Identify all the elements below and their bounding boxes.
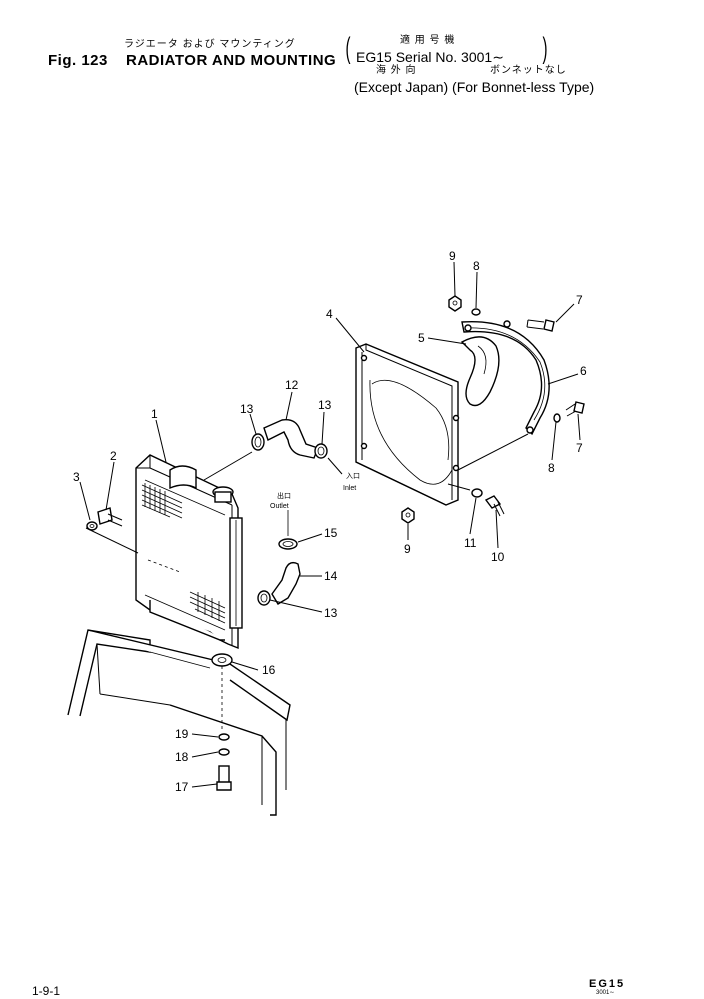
- hose-clamp-13-a: [251, 433, 265, 451]
- spring-washer-18: [218, 748, 230, 756]
- callout-6: 6: [580, 364, 587, 378]
- callout-8-top: 8: [473, 259, 480, 273]
- nut-9-bottom: [401, 507, 415, 524]
- washer-8-side: [553, 413, 561, 423]
- fan-guard-6: [461, 320, 550, 436]
- upper-hose-12: [263, 419, 319, 459]
- type-japanese: ボンネットなし: [490, 65, 567, 76]
- shroud-ring-5: [460, 336, 500, 407]
- model-label: EG15: [589, 978, 626, 990]
- callout-17: 17: [175, 780, 189, 794]
- bolt-7-side: [565, 401, 585, 417]
- callout-10: 10: [491, 550, 505, 564]
- callout-numbers: 1 2 3 4 5 6 7 7 8 8 9 9 10 11 12 13 13 1…: [73, 249, 587, 794]
- cushion-16: [211, 653, 233, 667]
- washer-11: [471, 488, 483, 498]
- callout-4: 4: [326, 307, 333, 321]
- applicability-note: (Except Japan) (For Bonnet-less Type): [354, 79, 595, 95]
- washer-8-top: [471, 308, 481, 316]
- bolt-2: [97, 507, 123, 527]
- bolt-7-top: [526, 319, 555, 332]
- callout-3: 3: [73, 470, 80, 484]
- radiator-core-mesh: [141, 483, 226, 624]
- mounting-frame: [67, 629, 291, 816]
- lower-hose-14: [271, 561, 301, 605]
- figure-title: RADIATOR AND MOUNTING: [126, 52, 337, 69]
- market-japanese: 海 外 向: [376, 65, 417, 76]
- callout-14: 14: [324, 569, 338, 583]
- fan-shroud-4: [355, 343, 460, 506]
- callout-12: 12: [285, 378, 299, 392]
- serial-label-japanese: 適 用 号 機: [400, 35, 456, 46]
- callout-9-top: 9: [449, 249, 456, 263]
- paren-close: ): [542, 32, 548, 65]
- callout-13-c: 13: [324, 606, 338, 620]
- callout-9-bottom: 9: [404, 542, 411, 556]
- callout-19: 19: [175, 727, 189, 741]
- outlet-label: Outlet: [270, 503, 289, 510]
- callout-2: 2: [110, 449, 117, 463]
- washer-19: [218, 733, 230, 741]
- hose-clamp-13-b: [314, 443, 328, 459]
- radiator: [135, 454, 243, 650]
- figure-number: Fig. 123: [48, 52, 108, 69]
- inlet-label-japanese: 入口: [346, 472, 360, 480]
- bolt-10: [484, 495, 505, 517]
- callout-8-side: 8: [548, 461, 555, 475]
- callout-13-a: 13: [240, 402, 254, 416]
- callout-1: 1: [151, 407, 158, 421]
- title-japanese: ラジエータ および マウンティング: [124, 39, 296, 50]
- callout-7-side: 7: [576, 441, 583, 455]
- callout-15: 15: [324, 526, 338, 540]
- callout-13-b: 13: [318, 398, 332, 412]
- callout-5: 5: [418, 331, 425, 345]
- hose-clamp-13-c: [257, 590, 271, 606]
- serial-number: EG15 Serial No. 3001∼: [356, 49, 504, 65]
- hose-clamp-15: [278, 538, 298, 550]
- nut-9-top: [448, 295, 462, 312]
- outlet-label-japanese: 出口: [277, 491, 291, 500]
- model-serial: 3001∼: [596, 990, 615, 996]
- inlet-label: Inlet: [343, 485, 356, 492]
- leader-lines: [79, 261, 581, 788]
- callout-11: 11: [464, 536, 477, 550]
- bolt-17: [216, 765, 232, 791]
- washer-3: [86, 521, 98, 531]
- paren-open: (: [345, 32, 351, 65]
- page-number: 1-9-1: [32, 984, 61, 998]
- callout-16: 16: [262, 663, 276, 677]
- callout-7-top: 7: [576, 293, 583, 307]
- callout-18: 18: [175, 750, 189, 764]
